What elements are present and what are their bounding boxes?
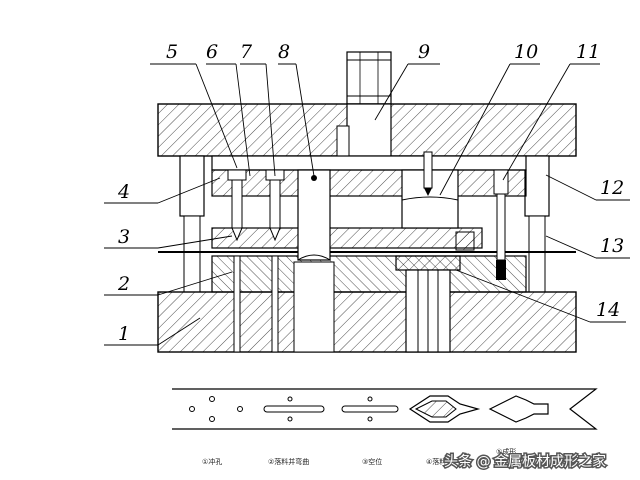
station-label-5: ⑤成形 — [496, 447, 516, 456]
station-label-4: ④落料 — [426, 457, 446, 466]
callout-3: 3 — [118, 226, 130, 248]
callout-6: 6 — [206, 41, 218, 63]
forming-die-14 — [395, 255, 461, 353]
callout-5: 5 — [166, 41, 178, 63]
pilot-11 — [493, 169, 509, 280]
punch-6 — [227, 169, 247, 353]
lower-die-holder — [157, 291, 577, 353]
watermark-prefix: 头条 @ — [444, 453, 490, 470]
stripper-plate — [211, 227, 483, 249]
shank — [346, 51, 392, 105]
callout-11: 11 — [576, 41, 600, 63]
strip-layout — [172, 388, 598, 430]
guide-post-right — [524, 155, 550, 293]
watermark-name: 金属板材成形之家 — [494, 453, 606, 470]
station-label-3: ③空位 — [362, 457, 382, 466]
punch-8 — [293, 169, 335, 353]
callout-2: 2 — [117, 273, 130, 295]
die-plate — [211, 255, 527, 293]
leader-lines — [104, 63, 630, 346]
station-label-1: ①冲孔 — [202, 457, 222, 466]
watermark: 头条 @ 金属板材成形之家 — [443, 452, 608, 472]
callout-8: 8 — [278, 41, 290, 63]
callout-7: 7 — [240, 41, 253, 63]
callout-14: 14 — [596, 299, 620, 321]
guide-post-left — [179, 155, 205, 293]
station-label-2: ②落料并弯曲 — [268, 457, 309, 466]
callout-10: 10 — [514, 41, 538, 63]
backing-plate — [211, 155, 527, 171]
callout-13: 13 — [600, 235, 624, 257]
callout-1: 1 — [118, 323, 130, 345]
callout-4: 4 — [117, 181, 130, 203]
callout-9: 9 — [418, 41, 430, 63]
punch-retainer — [211, 169, 527, 197]
callout-12: 12 — [600, 177, 624, 199]
